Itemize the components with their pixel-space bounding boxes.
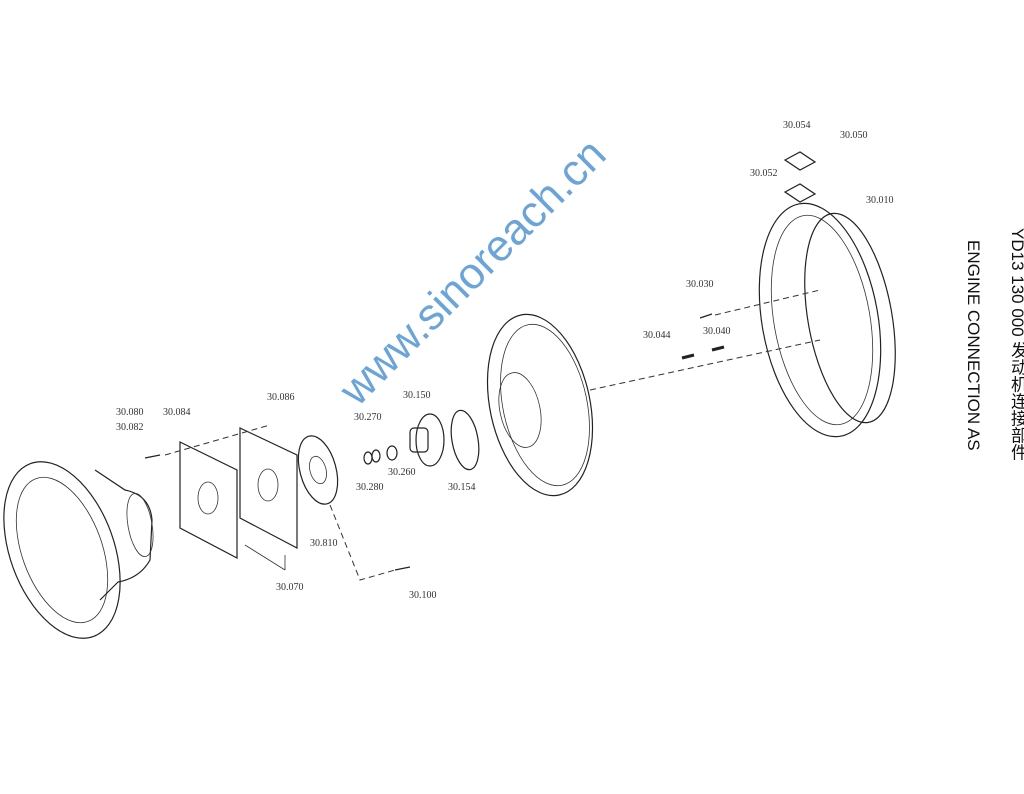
- label-30-100: 30.100: [409, 590, 437, 601]
- label-30-150: 30.150: [403, 390, 431, 401]
- flywheel: [486, 313, 594, 497]
- label-30-086: 30.086: [267, 392, 295, 403]
- label-30-084: 30.084: [163, 407, 191, 418]
- label-30-050: 30.050: [840, 130, 868, 141]
- bell-housing: [3, 461, 154, 639]
- housing-ring: [758, 202, 896, 438]
- label-30-052: 30.052: [750, 168, 778, 179]
- label-30-080: 30.080: [116, 407, 144, 418]
- diagram-title-code: YD13 130 000 发动机连接部件: [1008, 228, 1024, 461]
- diagram-title-english: ENGINE CONNECTION AS: [964, 240, 983, 451]
- label-30-010: 30.010: [866, 195, 894, 206]
- disc: [297, 435, 339, 505]
- label-30-154: 30.154: [448, 482, 476, 493]
- label-30-040: 30.040: [703, 326, 731, 337]
- label-30-030: 30.030: [686, 279, 714, 290]
- label-30-044: 30.044: [643, 330, 671, 341]
- label-30-082: 30.082: [116, 422, 144, 433]
- label-30-070: 30.070: [276, 582, 304, 593]
- hub: [409, 413, 445, 467]
- label-30-270: 30.270: [354, 412, 382, 423]
- part-labels: 30.080 30.082 30.084 30.086 30.070 30.81…: [116, 120, 894, 601]
- label-30-054: 30.054: [783, 120, 811, 131]
- label-30-260: 30.260: [388, 467, 416, 478]
- label-30-280: 30.280: [356, 482, 384, 493]
- label-30-810: 30.810: [310, 538, 338, 549]
- plate-pair: [179, 427, 298, 571]
